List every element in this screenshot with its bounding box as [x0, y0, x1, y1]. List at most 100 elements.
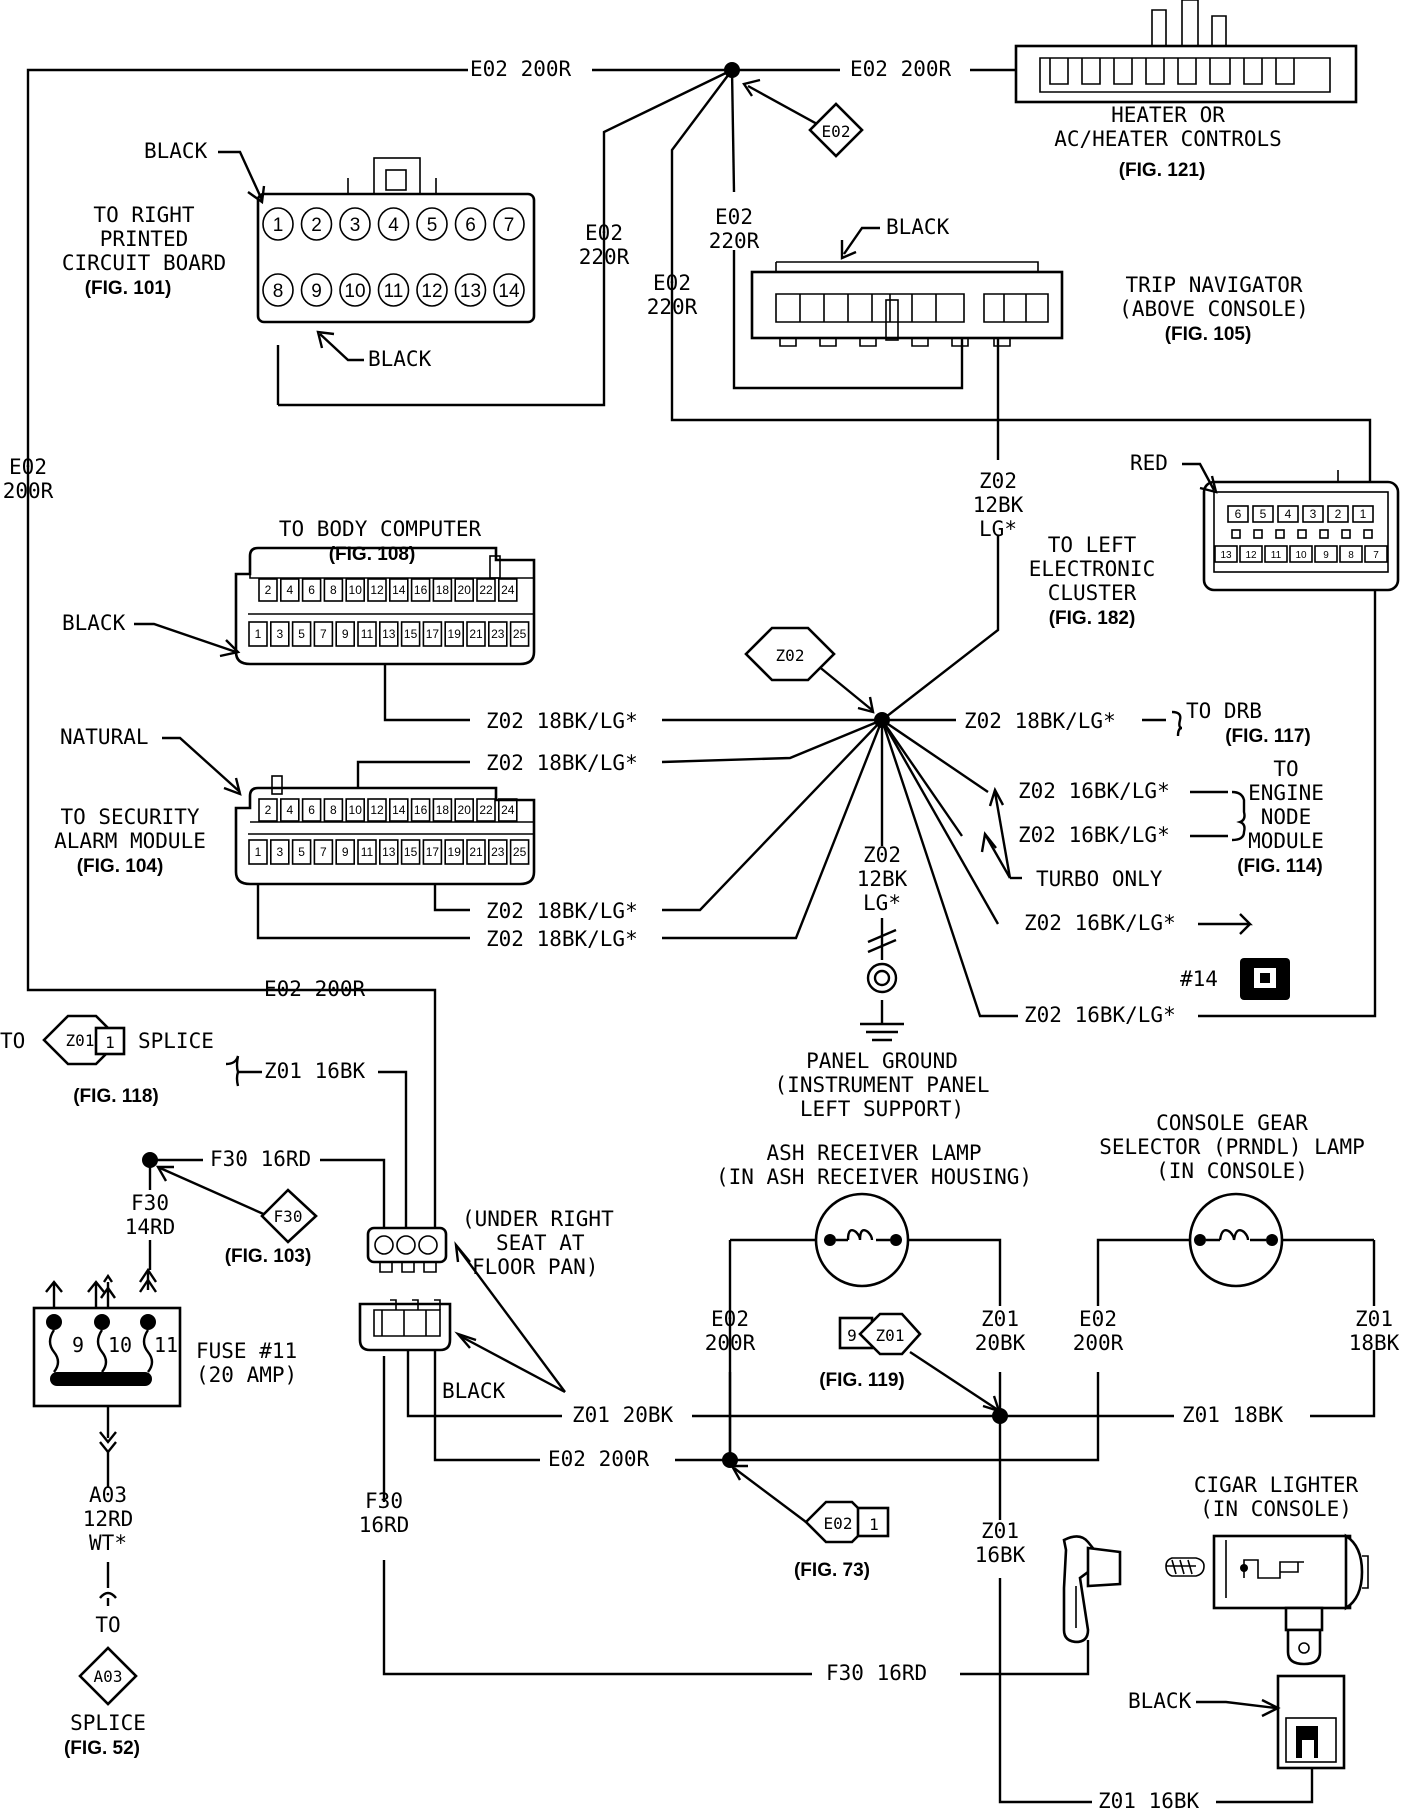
e02-200r-left-1: E02 [9, 455, 47, 479]
a03-2: 12RD [83, 1507, 134, 1531]
body-bottom-pins-pin-box [291, 621, 312, 647]
pcb-top-pins-pin-label: 3 [350, 215, 361, 236]
body-bottom-pins-pin-box [357, 621, 377, 647]
body-top-pins-pin-box [345, 578, 366, 602]
cluster-fig: (FIG. 182) [1049, 608, 1136, 629]
fuse-pin-11: 11 [154, 1333, 178, 1357]
body-bottom-pins-pin-label: 5 [298, 627, 305, 641]
body-top-pins-pin-label: 8 [330, 583, 337, 597]
splice-tag-e02-top-label: E02 [822, 122, 851, 141]
trip-title-2: (ABOVE CONSOLE) [1119, 297, 1309, 321]
cluster-top-pins-pin-box [1277, 505, 1299, 523]
ash-title-1: ASH RECEIVER LAMP [767, 1141, 982, 1165]
body-bottom-pins-pin-label: 19 [448, 627, 462, 641]
f30-fig: (FIG. 103) [225, 1246, 312, 1267]
trip-fig: (FIG. 105) [1165, 324, 1252, 345]
security-top-pins-pin-label: 6 [308, 803, 315, 817]
wire-z02-16-d: Z02 16BK/LG* [1024, 1003, 1176, 1027]
body-top-pins-pin-box [301, 578, 322, 602]
seat-title-3: FLOOR PAN) [472, 1255, 598, 1279]
cluster-bottom-pins-pin-label: 11 [1271, 550, 1282, 561]
wire-z02-18-drb: Z02 18BK/LG* [964, 709, 1116, 733]
body-bottom-pins-pin-box [422, 621, 443, 647]
right-pcb-connector [256, 157, 536, 324]
security-top-pins-pin-box [497, 798, 518, 822]
e02-220r-c-2: 220R [647, 295, 698, 319]
to-z01: TO [0, 1029, 25, 1053]
z02-cluster-3: LG* [979, 517, 1017, 541]
fuse-title-1: FUSE #11 [196, 1339, 297, 1363]
cluster-latch-square [1341, 529, 1351, 539]
splice-tag-e02-top: E02 [808, 102, 864, 158]
security-bottom-pins-pin-label: 3 [276, 845, 283, 859]
security-top-pins-pin-label: 16 [414, 803, 428, 817]
drb-title: TO DRB [1186, 699, 1262, 723]
body-bottom-pins-pin-label: 1 [255, 627, 262, 641]
body-bottom-pins-pin-label: 25 [513, 627, 527, 641]
security-bottom-pins-pin-box [466, 839, 486, 865]
e02-200r-prndl-1: E02 [1079, 1307, 1117, 1331]
cluster-top-pins-pin-label: 2 [1335, 507, 1342, 521]
engine-title-2: ENGINE [1248, 781, 1324, 805]
cigar-title-1: CIGAR LIGHTER [1194, 1473, 1359, 1497]
body-bottom-pins-pin-box [269, 621, 290, 647]
splice-tag-z01-nine: 9 Z01 [838, 1312, 922, 1356]
body-bottom-pins-pin-box [400, 621, 421, 647]
cluster-top-pins-pin-label: 6 [1235, 507, 1242, 521]
body-top-pins-pin-box [367, 578, 387, 602]
engine-title-3: NODE [1261, 805, 1312, 829]
cluster-top-pins-pin-box [1227, 505, 1249, 523]
wire-z02-18-d: Z02 18BK/LG* [486, 927, 638, 951]
cluster-bottom-pins-pin-box [1289, 545, 1313, 563]
e02-220r-a-2: 220R [579, 245, 630, 269]
splice-tag-e02-bottom-num: 1 [869, 1515, 879, 1534]
security-bottom-pins-pin-box [422, 839, 443, 865]
pcb-bottom-pins-pin-box [262, 273, 294, 307]
e02-220r-c-1: E02 [653, 271, 691, 295]
cluster-bottom-pins-pin-box [1264, 545, 1288, 563]
wires [26, 68, 1377, 1804]
pcb-bottom-pins-pin-label: 10 [344, 281, 365, 302]
security-bottom-pins-pin-label: 23 [491, 845, 505, 859]
trip-black: BLACK [886, 215, 950, 239]
seat-black: BLACK [442, 1379, 506, 1403]
black-ground-connector [1276, 1674, 1346, 1770]
cluster-latch-square [1319, 529, 1329, 539]
cluster-title-2: ELECTRONIC [1029, 557, 1155, 581]
wire-e02-200r-mid: E02 200R [264, 977, 366, 1001]
security-bottom-pins-pin-label: 21 [469, 845, 483, 859]
cluster-latch-square [1231, 529, 1241, 539]
cluster-bottom-pins-pin-box [1339, 545, 1363, 563]
pcb-top-pins-pin-box [262, 207, 294, 241]
security-bottom-pins-pin-box [269, 839, 290, 865]
splice-tag-z01-nine-label: Z01 [876, 1326, 905, 1345]
splice-tag-z01-top: Z01 1 [42, 1014, 126, 1066]
cluster-bottom-pins-pin-label: 9 [1323, 550, 1329, 561]
security-top-pins-pin-label: 18 [436, 803, 450, 817]
wire-z02-16-c: Z02 16BK/LG* [1024, 911, 1176, 935]
security-top-pins-pin-box [410, 798, 431, 822]
z01-18bk-prndl-2: 18BK [1349, 1331, 1400, 1355]
splice-tag-a03: A03 [78, 1646, 138, 1706]
body-bottom-pins-pin-label: 21 [469, 627, 483, 641]
splice-tag-z01-nine-num: 9 [847, 1326, 857, 1345]
splice-tag-z01-top-label: Z01 [66, 1031, 95, 1050]
splice-tag-a03-label: A03 [94, 1667, 123, 1686]
fuse-pin-10: 10 [108, 1333, 132, 1357]
body-bottom-pins-pin-box [444, 621, 465, 647]
fig119: (FIG. 119) [819, 1370, 905, 1391]
cluster-title-1: TO LEFT [1048, 533, 1137, 557]
splice-dot-z01 [992, 1408, 1008, 1424]
z02-cluster-1: Z02 [979, 469, 1017, 493]
body-bottom-pins-pin-box [335, 621, 356, 647]
pcb-bottom-pins-pin-label: 11 [384, 281, 404, 302]
security-top-pins-pin-label: 22 [479, 803, 493, 817]
cluster-title-3: CLUSTER [1048, 581, 1137, 605]
splice-tag-z02: Z02 [744, 626, 836, 682]
cluster-bottom-pins-pin-label: 8 [1348, 550, 1354, 561]
body-bottom-pins-pin-box [248, 621, 268, 647]
seat-title-1: (UNDER RIGHT [462, 1207, 614, 1231]
fig73: (FIG. 73) [794, 1560, 870, 1581]
labels: E02 200R E02 200R HEATER OR AC/HEATER CO… [0, 57, 1400, 1812]
wire-f30-16rd-top: F30 16RD [210, 1147, 311, 1171]
